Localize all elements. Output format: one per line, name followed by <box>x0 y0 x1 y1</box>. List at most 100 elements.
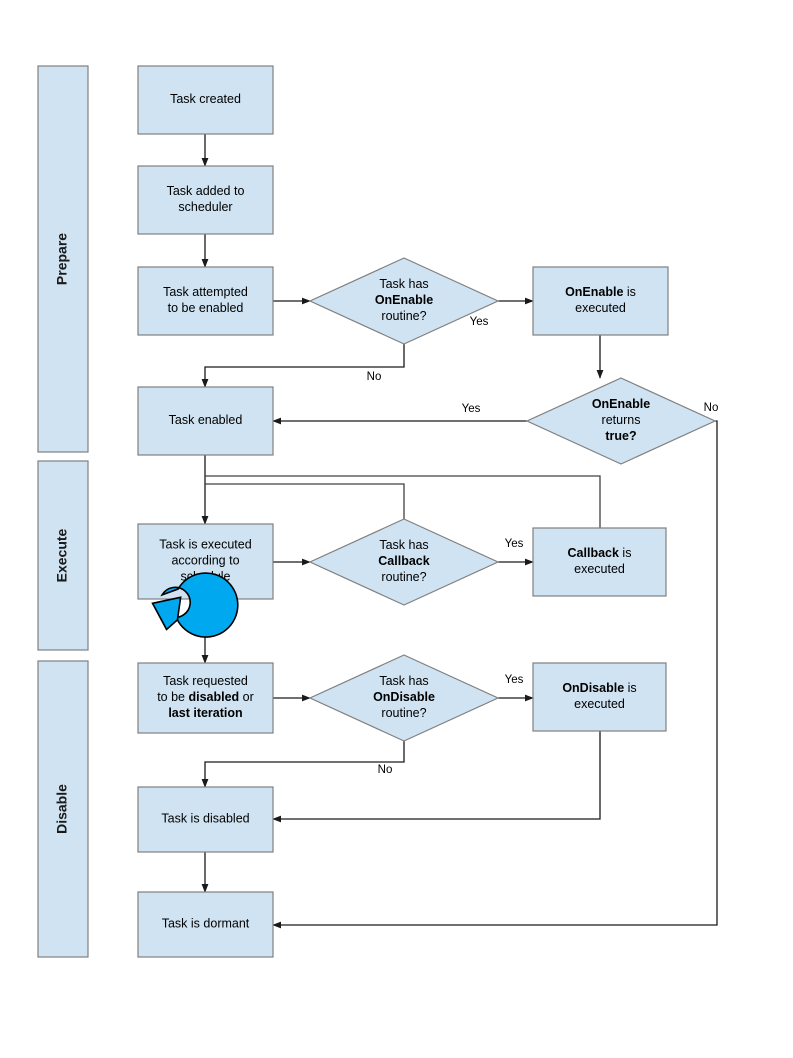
node-text-line: executed <box>574 697 625 711</box>
node-text-span: Task enabled <box>169 413 243 427</box>
node-text-span: executed <box>575 301 626 315</box>
process-shape <box>532 662 667 732</box>
decision-shape <box>308 518 500 606</box>
edge-path <box>201 344 405 388</box>
node-text-span: Task created <box>170 92 241 106</box>
loop-arrow-icon <box>151 572 239 638</box>
node-text-span: executed <box>574 562 625 576</box>
process-shape <box>137 65 274 135</box>
node-callback-is-executed: Callback is executed <box>532 527 667 597</box>
edge-path <box>205 475 601 528</box>
node-text-line: OnEnable <box>592 397 650 411</box>
node-task-attempted-to-be-enabled: Task attempted to be enabled <box>137 266 274 336</box>
node-text-line: Callback <box>378 554 429 568</box>
node-text-span: Task requested <box>163 674 248 688</box>
decision-shape <box>525 377 717 465</box>
node-text-span: OnDisable <box>562 681 624 695</box>
node-text-span: true? <box>605 429 636 443</box>
node-task-is-dormant: Task is dormant <box>137 891 274 958</box>
node-text-span: routine? <box>381 706 426 720</box>
node-text-span: returns <box>602 413 641 427</box>
node-text-line: Task is dormant <box>162 917 250 931</box>
edge-ondisable-decision-no: No <box>201 741 405 788</box>
node-text-line: Task attempted <box>163 285 248 299</box>
node-text-line: executed <box>575 301 626 315</box>
node-text-line: according to <box>171 554 239 568</box>
node-text-line: last iteration <box>168 706 242 720</box>
node-text-span: or <box>239 690 254 704</box>
phase-band-execute: Execute <box>37 460 89 651</box>
node-text-line: scheduler <box>178 200 232 214</box>
node-text-span: OnEnable <box>592 397 650 411</box>
node-text-span: Task has <box>379 538 428 552</box>
process-shape <box>137 165 274 235</box>
edge-onenable-decision-yes: Yes <box>470 297 534 328</box>
node-onenable-returns-true: OnEnable returns true? <box>525 377 717 465</box>
node-text-line: OnEnable is <box>565 285 636 299</box>
edge-callback-exec-loop-back <box>205 475 601 528</box>
band-label: Execute <box>54 528 70 582</box>
process-shape <box>137 786 274 853</box>
node-ondisable-is-executed: OnDisable is executed <box>532 662 667 732</box>
edge-callback-decision-yes: Yes <box>498 538 534 566</box>
node-text-span: Task is disabled <box>161 812 249 826</box>
node-text-span: Task has <box>379 674 428 688</box>
node-text-span: OnDisable <box>373 690 435 704</box>
edge-path <box>272 731 601 823</box>
node-text-span: Task added to <box>167 184 245 198</box>
node-text-span: scheduler <box>178 200 232 214</box>
node-text-span: to be <box>157 690 188 704</box>
node-text-line: Task created <box>170 92 241 106</box>
phase-band-disable: Disable <box>37 660 89 958</box>
node-text-line: routine? <box>381 706 426 720</box>
phase-band-prepare: Prepare <box>37 65 89 453</box>
node-text-span: Task is dormant <box>162 917 250 931</box>
node-text-line: routine? <box>381 570 426 584</box>
node-text-span: OnEnable <box>565 285 623 299</box>
process-shape <box>137 386 274 456</box>
process-shape <box>532 527 667 597</box>
node-task-created: Task created <box>137 65 274 135</box>
node-text-span: is <box>619 546 632 560</box>
node-text-line: to be enabled <box>168 301 244 315</box>
node-text-line: Task is disabled <box>161 812 249 826</box>
edge-onenable-decision-no: No <box>201 344 405 388</box>
edge-label: Yes <box>505 538 524 550</box>
node-text-line: Task is executed <box>159 538 251 552</box>
node-task-enabled: Task enabled <box>137 386 274 456</box>
edge-path <box>201 741 405 788</box>
node-text-span: according to <box>171 554 239 568</box>
loop-ring <box>159 572 239 638</box>
edge-label: No <box>704 402 719 414</box>
node-text-span: to be enabled <box>168 301 244 315</box>
node-text-line: OnDisable <box>373 690 435 704</box>
node-text-span: is <box>624 681 637 695</box>
node-task-added-to-scheduler: Task added to scheduler <box>137 165 274 235</box>
node-text-span: Callback <box>568 546 619 560</box>
node-text-line: returns <box>602 413 641 427</box>
node-text-span: Task has <box>379 277 428 291</box>
node-text-span: disabled <box>188 690 239 704</box>
edge-label: No <box>367 371 382 383</box>
icons <box>151 572 239 638</box>
edge-label: Yes <box>470 316 489 328</box>
node-text-span: Callback <box>378 554 429 568</box>
node-text-line: OnEnable <box>375 293 433 307</box>
band-rect <box>37 65 89 453</box>
process-shape <box>137 662 274 734</box>
edge-label: Yes <box>505 674 524 686</box>
node-text-span: Task is executed <box>159 538 251 552</box>
loop-arrowhead <box>151 596 182 631</box>
edge-label: No <box>378 764 393 776</box>
node-text-span: executed <box>574 697 625 711</box>
edge-label: Yes <box>462 403 481 415</box>
process-shape <box>137 266 274 336</box>
node-text-span: is <box>623 285 636 299</box>
node-text-span: Task attempted <box>163 285 248 299</box>
